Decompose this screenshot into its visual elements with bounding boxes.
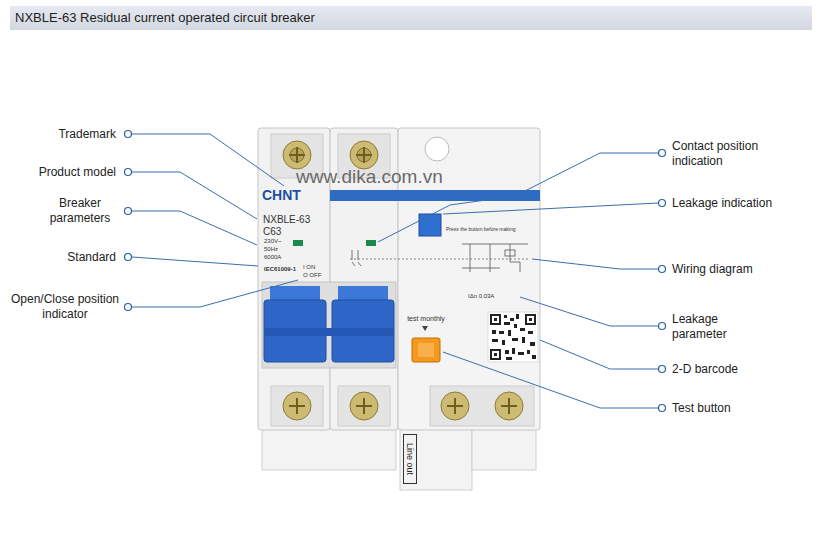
callout-label: Trademark bbox=[20, 127, 116, 142]
leakage-text: IΔn 0.03A bbox=[468, 293, 504, 300]
callout-label: Contact position indication bbox=[672, 139, 784, 169]
brand-logo: CHNT bbox=[262, 188, 326, 203]
parameter-text: 6000A bbox=[264, 254, 292, 261]
test-note: test monthly bbox=[404, 314, 448, 323]
diagram-title: NXBLE-63 Residual current operated circu… bbox=[15, 10, 315, 26]
callout-label: Open/Close position indicator bbox=[10, 292, 120, 322]
callout-label: Breaker parameters bbox=[42, 196, 118, 226]
line-out-mark: Line out bbox=[403, 434, 417, 484]
watermark: www.dika.com.vn bbox=[296, 166, 508, 188]
position-text: O OFF bbox=[303, 272, 327, 279]
instruction-text: Press the button before making bbox=[446, 226, 536, 232]
parameter-text: 50Hz bbox=[264, 246, 292, 253]
position-text: I ON bbox=[303, 264, 327, 271]
callout-label: Test button bbox=[672, 401, 817, 416]
rating-text: C63 bbox=[263, 226, 293, 238]
model-text: NXBLE-63 bbox=[263, 214, 327, 226]
standard-text: IEC61009-1 bbox=[264, 266, 301, 273]
parameter-text: 230V~ bbox=[264, 238, 292, 245]
callout-label: Wiring diagram bbox=[672, 262, 817, 277]
callout-label: Product model bbox=[20, 165, 116, 180]
callout-label: 2-D barcode bbox=[672, 362, 817, 377]
callout-label: Leakage indication bbox=[672, 196, 817, 211]
callout-label: Leakage parameter bbox=[672, 312, 744, 342]
callout-label: Standard bbox=[20, 250, 116, 265]
